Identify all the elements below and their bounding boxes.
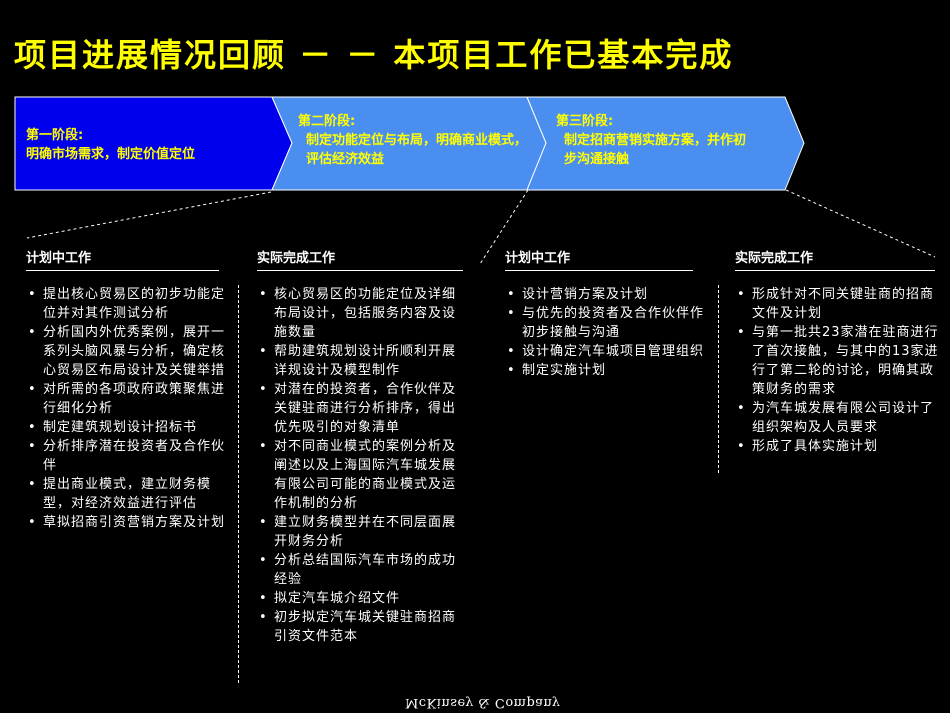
list-item: 制定建筑规划设计招标书 [26, 418, 226, 437]
list-item: 建立财务模型并在不同层面展开财务分析 [257, 513, 467, 551]
list-item: 为汽车城发展有限公司设计了组织架构及人员要求 [735, 399, 941, 437]
page-title: 项目进展情况回顾 － － 本项目工作已基本完成 [14, 36, 734, 74]
connector-stage1-left [26, 191, 272, 239]
stage-1-label: 第一阶段: [26, 128, 84, 143]
list-item: 对所需的各项政府政策聚焦进行细化分析 [26, 380, 226, 418]
divider-dashed [238, 285, 239, 683]
stage-3-text: 第三阶段: 制定招商营销实施方案，并作初步沟通接触 [556, 112, 756, 169]
list-item: 帮助建筑规划设计所顺利开展详规设计及模型制作 [257, 342, 467, 380]
stage-1-text: 第一阶段: 明确市场需求，制定价值定位 [26, 126, 266, 164]
list-item: 提出核心贸易区的初步功能定位并对其作测试分析 [26, 285, 226, 323]
company-logo: McKinsey & Company [405, 695, 561, 710]
list-item: 分析国内外优秀案例，展开一系列头脑风暴与分析，确定核心贸易区布局设计及关键举措 [26, 323, 226, 380]
list-item: 对不同商业模式的案例分析及阐述以及上海国际汽车城发展有限公司可能的商业模式及运作… [257, 437, 467, 513]
col-3-heading: 计划中工作 [505, 247, 693, 271]
list-item: 设计确定汽车城项目管理组织 [505, 342, 705, 361]
col-2-heading: 实际完成工作 [257, 247, 463, 271]
stage-3-label: 第三阶段: [556, 114, 614, 129]
list-item: 形成针对不同关键驻商的招商文件及计划 [735, 285, 941, 323]
stage-2-label: 第二阶段: [298, 114, 356, 129]
col-3-list: 设计营销方案及计划 与优先的投资者及合作伙伴作初步接触与沟通 设计确定汽车城项目… [505, 285, 705, 380]
list-item: 核心贸易区的功能定位及详细布局设计，包括服务内容及设施数量 [257, 285, 467, 342]
stage-3-desc: 制定招商营销实施方案，并作初步沟通接触 [564, 133, 747, 167]
col-1-list: 提出核心贸易区的初步功能定位并对其作测试分析 分析国内外优秀案例，展开一系列头脑… [26, 285, 226, 532]
col-1-heading: 计划中工作 [26, 247, 219, 271]
list-item: 制定实施计划 [505, 361, 705, 380]
stage-3-arrow [526, 96, 805, 191]
stage-2-desc: 制定功能定位与布局，明确商业模式，评估经济效益 [306, 133, 528, 167]
list-item: 提出商业模式，建立财务模型，对经济效益进行评估 [26, 475, 226, 513]
list-item: 对潜在的投资者，合作伙伴及关键驻商进行分析排序，得出优先吸引的对象清单 [257, 380, 467, 437]
list-item: 初步拟定汽车城关键驻商招商引资文件范本 [257, 608, 467, 646]
list-item: 与优先的投资者及合作伙伴作初步接触与沟通 [505, 304, 705, 342]
col-4-heading: 实际完成工作 [735, 247, 935, 271]
stage-2-text: 第二阶段: 制定功能定位与布局，明确商业模式，评估经济效益 [298, 112, 536, 169]
col-4-list: 形成针对不同关键驻商的招商文件及计划 与第一批共23家潜在驻商进行了首次接触，与… [735, 285, 941, 456]
list-item: 拟定汽车城介绍文件 [257, 589, 467, 608]
list-item: 草拟招商引资营销方案及计划 [26, 513, 226, 532]
list-item: 形成了具体实施计划 [735, 437, 941, 456]
list-item: 与第一批共23家潜在驻商进行了首次接触，与其中的13家进行了第二轮的讨论，明确其… [735, 323, 941, 399]
stage-1-desc: 明确市场需求，制定价值定位 [26, 147, 196, 162]
list-item: 设计营销方案及计划 [505, 285, 705, 304]
list-item: 分析排序潜在投资者及合作伙伴 [26, 437, 226, 475]
list-item: 分析总结国际汽车市场的成功经验 [257, 551, 467, 589]
divider-dashed [718, 285, 719, 473]
connector-stage3-left [479, 189, 529, 265]
col-2-list: 核心贸易区的功能定位及详细布局设计，包括服务内容及设施数量 帮助建筑规划设计所顺… [257, 285, 467, 646]
